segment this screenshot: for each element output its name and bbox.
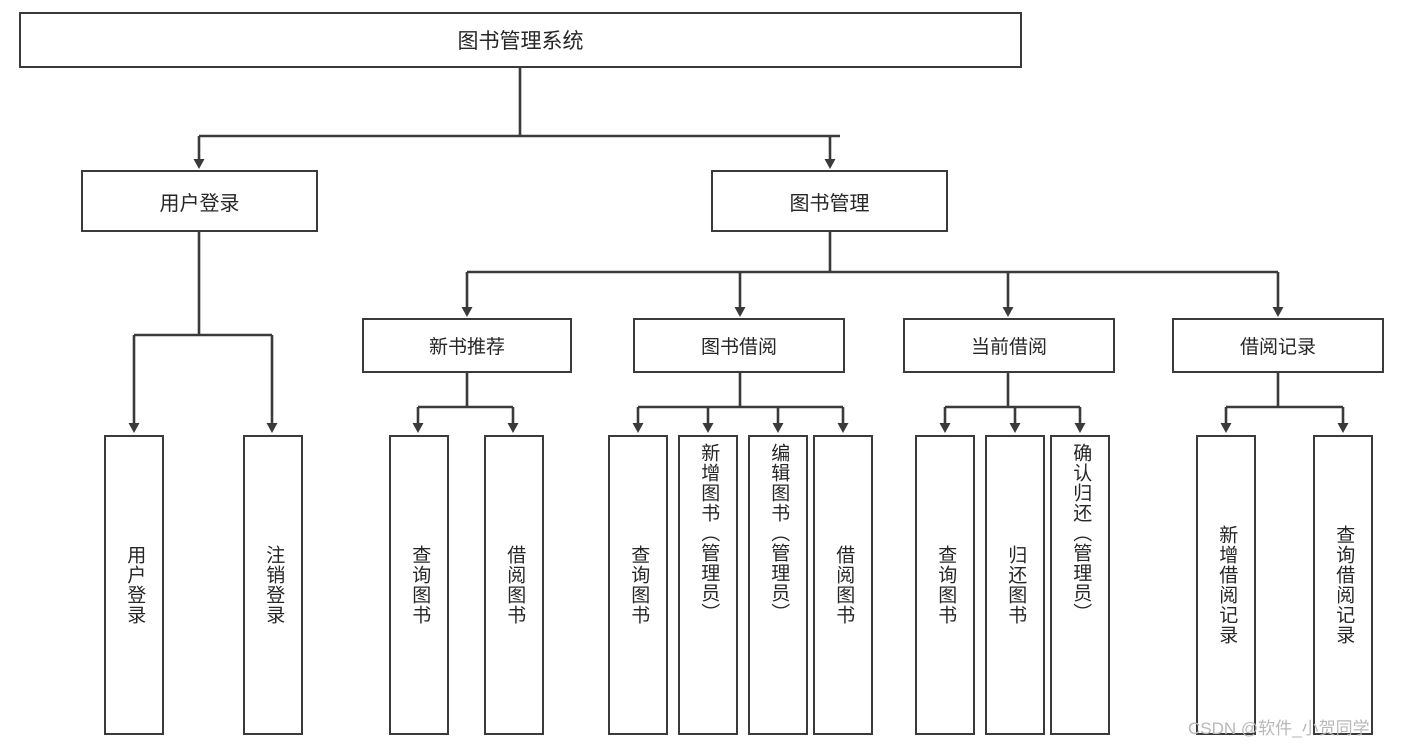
node-user-login-label: 用户登录 [159,192,240,215]
leaf-query-record[interactable]: 查询借阅记录 [1313,435,1373,735]
node-root[interactable]: 图书管理系统 [19,12,1022,68]
leaf-query-book-1-label: 查询图书 [409,545,431,625]
leaf-query-record-label: 查询借阅记录 [1333,525,1355,645]
node-current-borrow[interactable]: 当前借阅 [903,318,1115,373]
leaf-return-book[interactable]: 归还图书 [985,435,1045,735]
node-borrow-record[interactable]: 借阅记录 [1172,318,1384,373]
leaf-query-book-2[interactable]: 查询图书 [608,435,668,735]
leaf-edit-book-label: 编辑图书（管理员） [768,443,790,623]
node-book-management-label: 图书管理 [789,192,870,215]
node-user-login[interactable]: 用户登录 [81,170,318,232]
leaf-user-login[interactable]: 用户登录 [104,435,164,735]
leaf-borrow-book-1[interactable]: 借阅图书 [484,435,544,735]
leaf-return-book-label: 归还图书 [1005,545,1027,625]
watermark-text: CSDN @软件_小贺同学 [1188,719,1370,738]
node-book-borrow-label: 图书借阅 [700,337,777,358]
node-book-management[interactable]: 图书管理 [711,170,948,232]
node-current-borrow-label: 当前借阅 [970,337,1047,358]
leaf-query-book-2-label: 查询图书 [628,545,650,625]
node-new-book-recommend[interactable]: 新书推荐 [362,318,572,373]
leaf-add-book[interactable]: 新增图书（管理员） [678,435,738,735]
leaf-confirm-return[interactable]: 确认归还（管理员） [1050,435,1110,735]
leaf-borrow-book-2-label: 借阅图书 [833,545,855,625]
leaf-confirm-return-label: 确认归还（管理员） [1070,443,1092,623]
node-borrow-record-label: 借阅记录 [1239,337,1316,358]
leaf-edit-book[interactable]: 编辑图书（管理员） [748,435,808,735]
leaf-borrow-book-1-label: 借阅图书 [504,545,526,625]
leaf-add-book-label: 新增图书（管理员） [698,443,720,623]
node-new-book-recommend-label: 新书推荐 [428,337,505,358]
leaf-query-book-3[interactable]: 查询图书 [915,435,975,735]
leaf-query-book-3-label: 查询图书 [935,545,957,625]
leaf-query-book-1[interactable]: 查询图书 [389,435,449,735]
leaf-add-record[interactable]: 新增借阅记录 [1196,435,1256,735]
leaf-borrow-book-2[interactable]: 借阅图书 [813,435,873,735]
leaf-user-login-label: 用户登录 [124,545,146,625]
node-root-label: 图书管理系统 [457,30,584,53]
leaf-logout[interactable]: 注销登录 [243,435,303,735]
leaf-logout-label: 注销登录 [263,545,285,625]
leaf-add-record-label: 新增借阅记录 [1216,525,1238,645]
node-book-borrow[interactable]: 图书借阅 [633,318,845,373]
